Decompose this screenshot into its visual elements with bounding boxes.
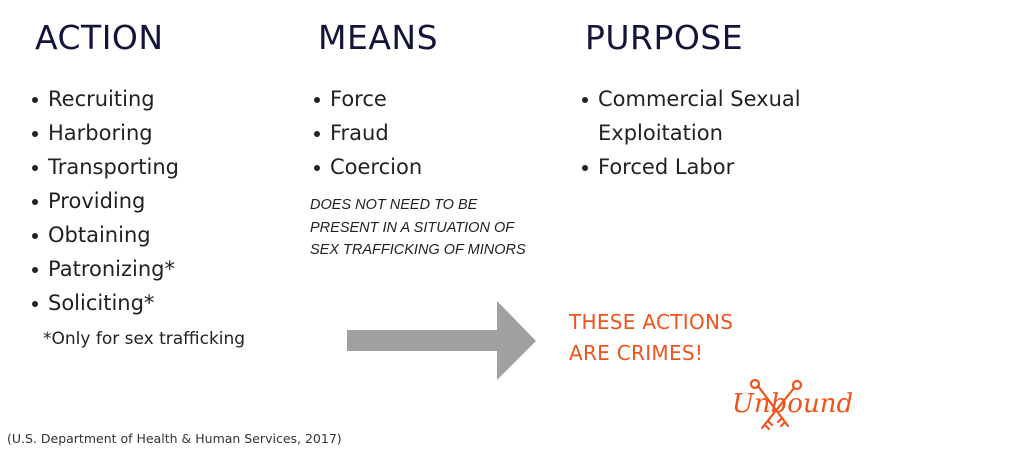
list-item: Recruiting — [30, 82, 179, 116]
list-item: Force — [312, 82, 422, 116]
unbound-logo: Unbound — [730, 376, 860, 440]
action-list: Recruiting Harboring Transporting Provid… — [30, 82, 179, 320]
right-arrow-icon — [346, 300, 538, 386]
citation: (U.S. Department of Health & Human Servi… — [7, 431, 342, 446]
purpose-list: Commercial Sexual Exploitation Forced La… — [580, 82, 801, 184]
list-item: Soliciting* — [30, 286, 179, 320]
list-item-line: Exploitation — [598, 121, 723, 145]
purpose-heading: PURPOSE — [585, 18, 744, 57]
list-item: Providing — [30, 184, 179, 218]
list-item: Transporting — [30, 150, 179, 184]
list-item-line: Commercial Sexual — [598, 87, 801, 111]
list-item: Fraud — [312, 116, 422, 150]
action-heading: ACTION — [35, 18, 164, 57]
means-note: DOES NOT NEED TO BE PRESENT IN A SITUATI… — [310, 197, 526, 258]
list-item: Obtaining — [30, 218, 179, 252]
conclusion-line-1: THESE ACTIONS — [569, 310, 734, 334]
means-heading: MEANS — [318, 18, 439, 57]
crossed-keys-icon: Unbound — [732, 378, 853, 431]
action-footnote: *Only for sex trafficking — [43, 329, 246, 349]
svg-text:Unbound: Unbound — [732, 389, 853, 419]
list-item: Harboring — [30, 116, 179, 150]
conclusion-text: THESE ACTIONS ARE CRIMES! — [569, 307, 733, 369]
list-item: Patronizing* — [30, 252, 179, 286]
list-item: Commercial Sexual Exploitation — [580, 82, 801, 150]
conclusion-line-2: ARE CRIMES! — [569, 341, 704, 365]
list-item: Coercion — [312, 150, 422, 184]
list-item: Forced Labor — [580, 150, 801, 184]
list-item-line: Forced Labor — [598, 155, 735, 179]
means-list: Force Fraud Coercion — [312, 82, 422, 184]
